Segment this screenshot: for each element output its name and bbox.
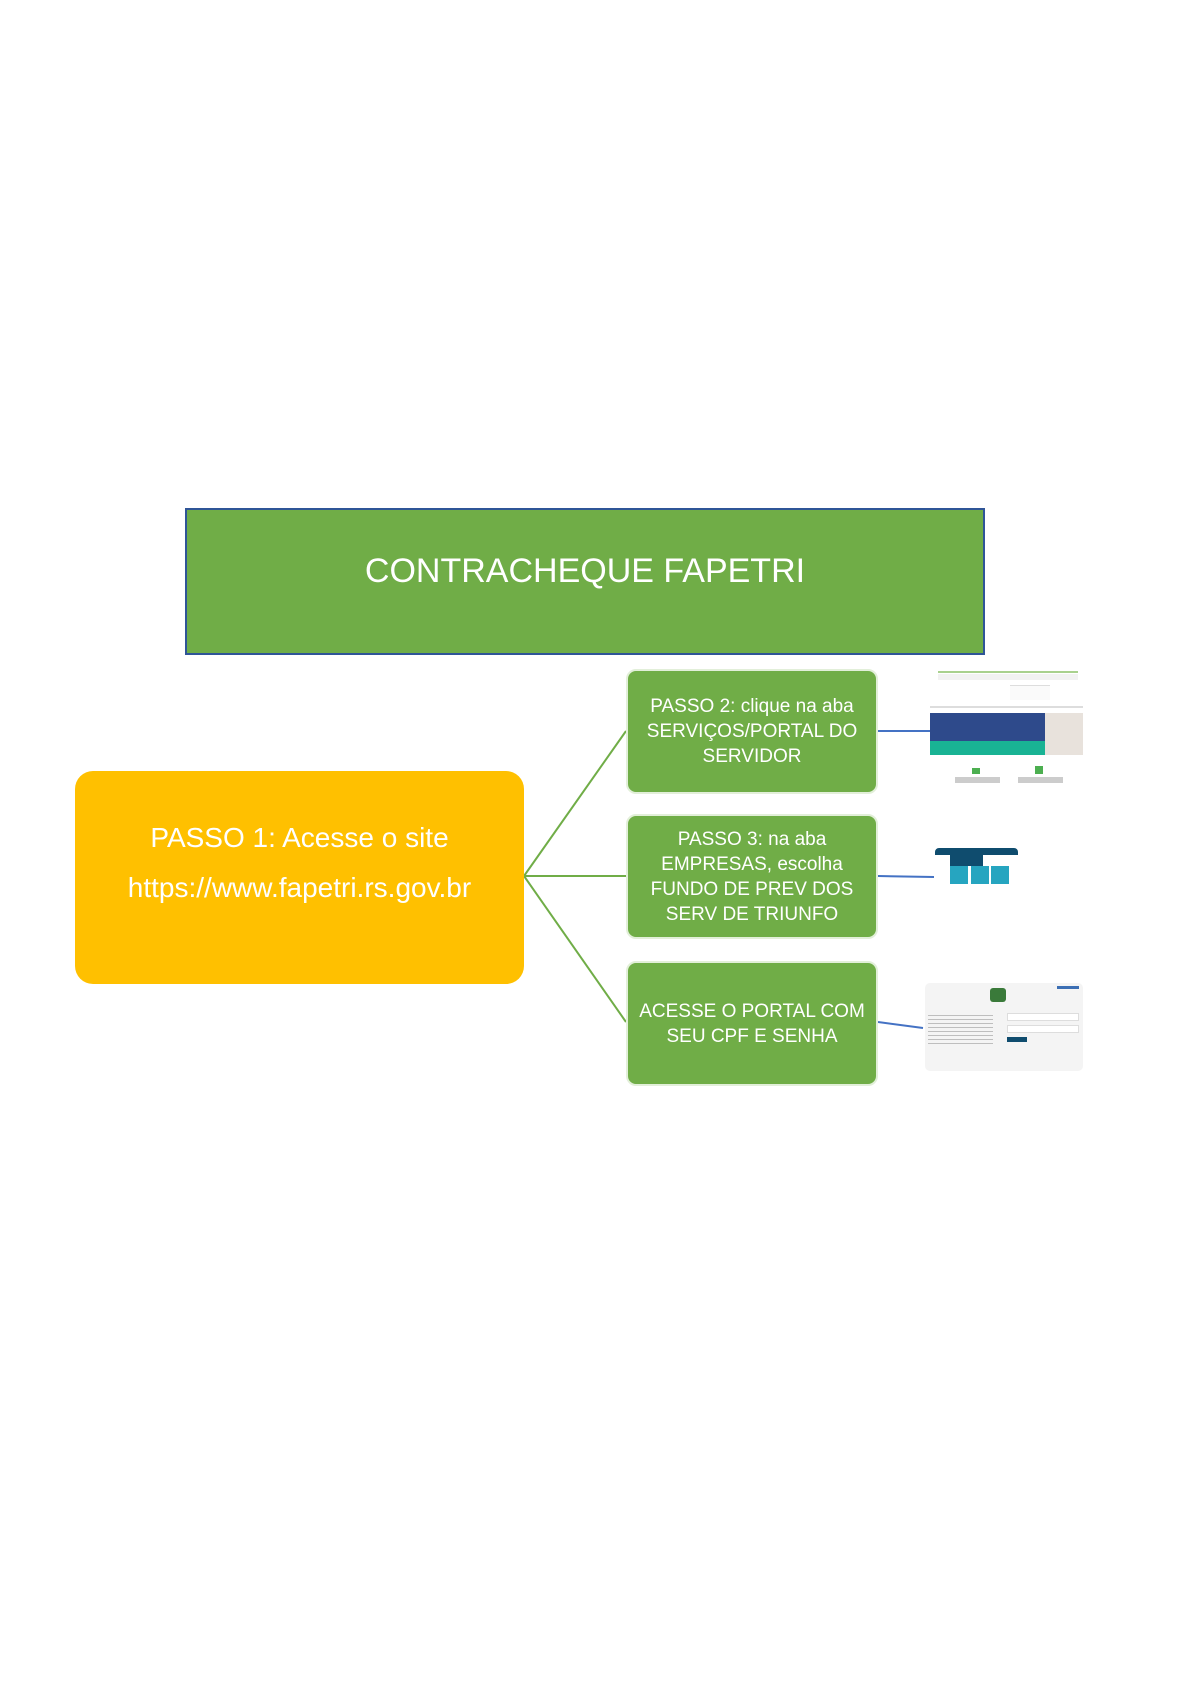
- empresas-menu-thumbnail: [935, 848, 1018, 884]
- title-box: CONTRACHEQUE FAPETRI: [185, 508, 985, 655]
- title-text: CONTRACHEQUE FAPETRI: [364, 552, 806, 590]
- connector-thumb3: [877, 1021, 924, 1029]
- step2-box: PASSO 2: clique na aba SERVIÇOS/PORTAL D…: [626, 669, 878, 794]
- step1-box: PASSO 1: Acesse o site https://www.fapet…: [75, 771, 524, 984]
- website-screenshot-thumbnail: [930, 671, 1083, 788]
- step1-line1: PASSO 1: Acesse o site: [150, 821, 449, 853]
- step1-url: https://www.fapetri.rs.gov.br: [127, 871, 472, 903]
- login-portal-thumbnail: [925, 983, 1083, 1071]
- step4-text: ACESSE O PORTAL COM SEU CPF E SENHA: [639, 1000, 865, 1047]
- connector-step4: [523, 875, 627, 1023]
- step3-box: PASSO 3: na aba EMPRESAS, escolha FUNDO …: [626, 814, 878, 939]
- connector-thumb2: [877, 875, 935, 878]
- step2-text: PASSO 2: clique na aba SERVIÇOS/PORTAL D…: [646, 696, 858, 767]
- connector-step2: [523, 730, 627, 877]
- step3-text: PASSO 3: na aba EMPRESAS, escolha FUNDO …: [650, 828, 854, 925]
- step4-box: ACESSE O PORTAL COM SEU CPF E SENHA: [626, 961, 878, 1086]
